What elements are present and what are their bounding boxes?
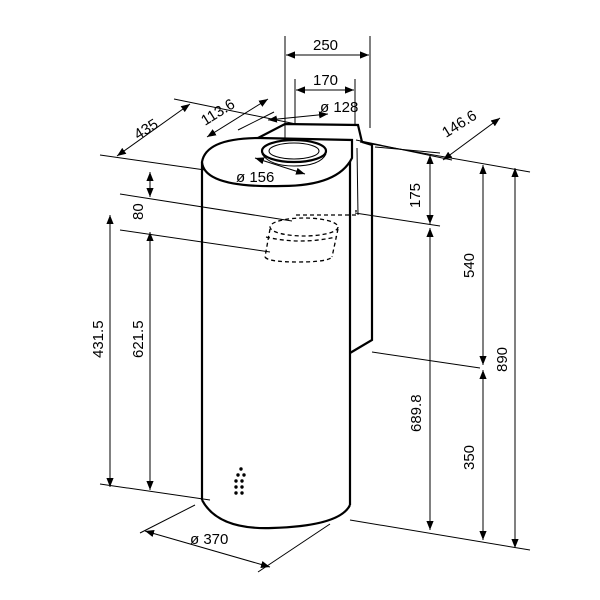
dim-label-621-5: 621.5 [130,320,147,358]
dim-label-80: 80 [130,203,147,220]
dimension-lines [106,51,519,568]
control-buttons [234,467,246,495]
plate-rear-edge [356,147,359,216]
dim-label-170: 170 [313,72,338,89]
dim-label-540: 540 [461,253,478,278]
dim-label-d156: ø 156 [236,169,274,186]
hidden-duct [264,210,357,263]
dim-label-d128: ø 128 [320,99,358,116]
dimension-labels: 250 170 ø 128 113.6 435 146.6 ø 156 175 … [90,37,511,548]
wall-bracket [349,140,374,354]
dim-label-146-6: 146.6 [439,107,480,141]
dim-label-689-8: 689.8 [408,394,425,432]
dim-label-890: 890 [494,347,511,372]
dim-label-d370: ø 370 [190,531,228,548]
cylinder-bottom [201,499,351,530]
dim-label-431-5: 431.5 [90,320,107,358]
dim-label-113-6: 113.6 [198,96,238,130]
dim-label-250: 250 [313,37,338,54]
top-plate [257,122,364,143]
dim-label-175: 175 [407,183,424,208]
dim-label-435: 435 [131,116,161,144]
hood-body [200,122,374,530]
dim-label-350: 350 [461,445,478,470]
